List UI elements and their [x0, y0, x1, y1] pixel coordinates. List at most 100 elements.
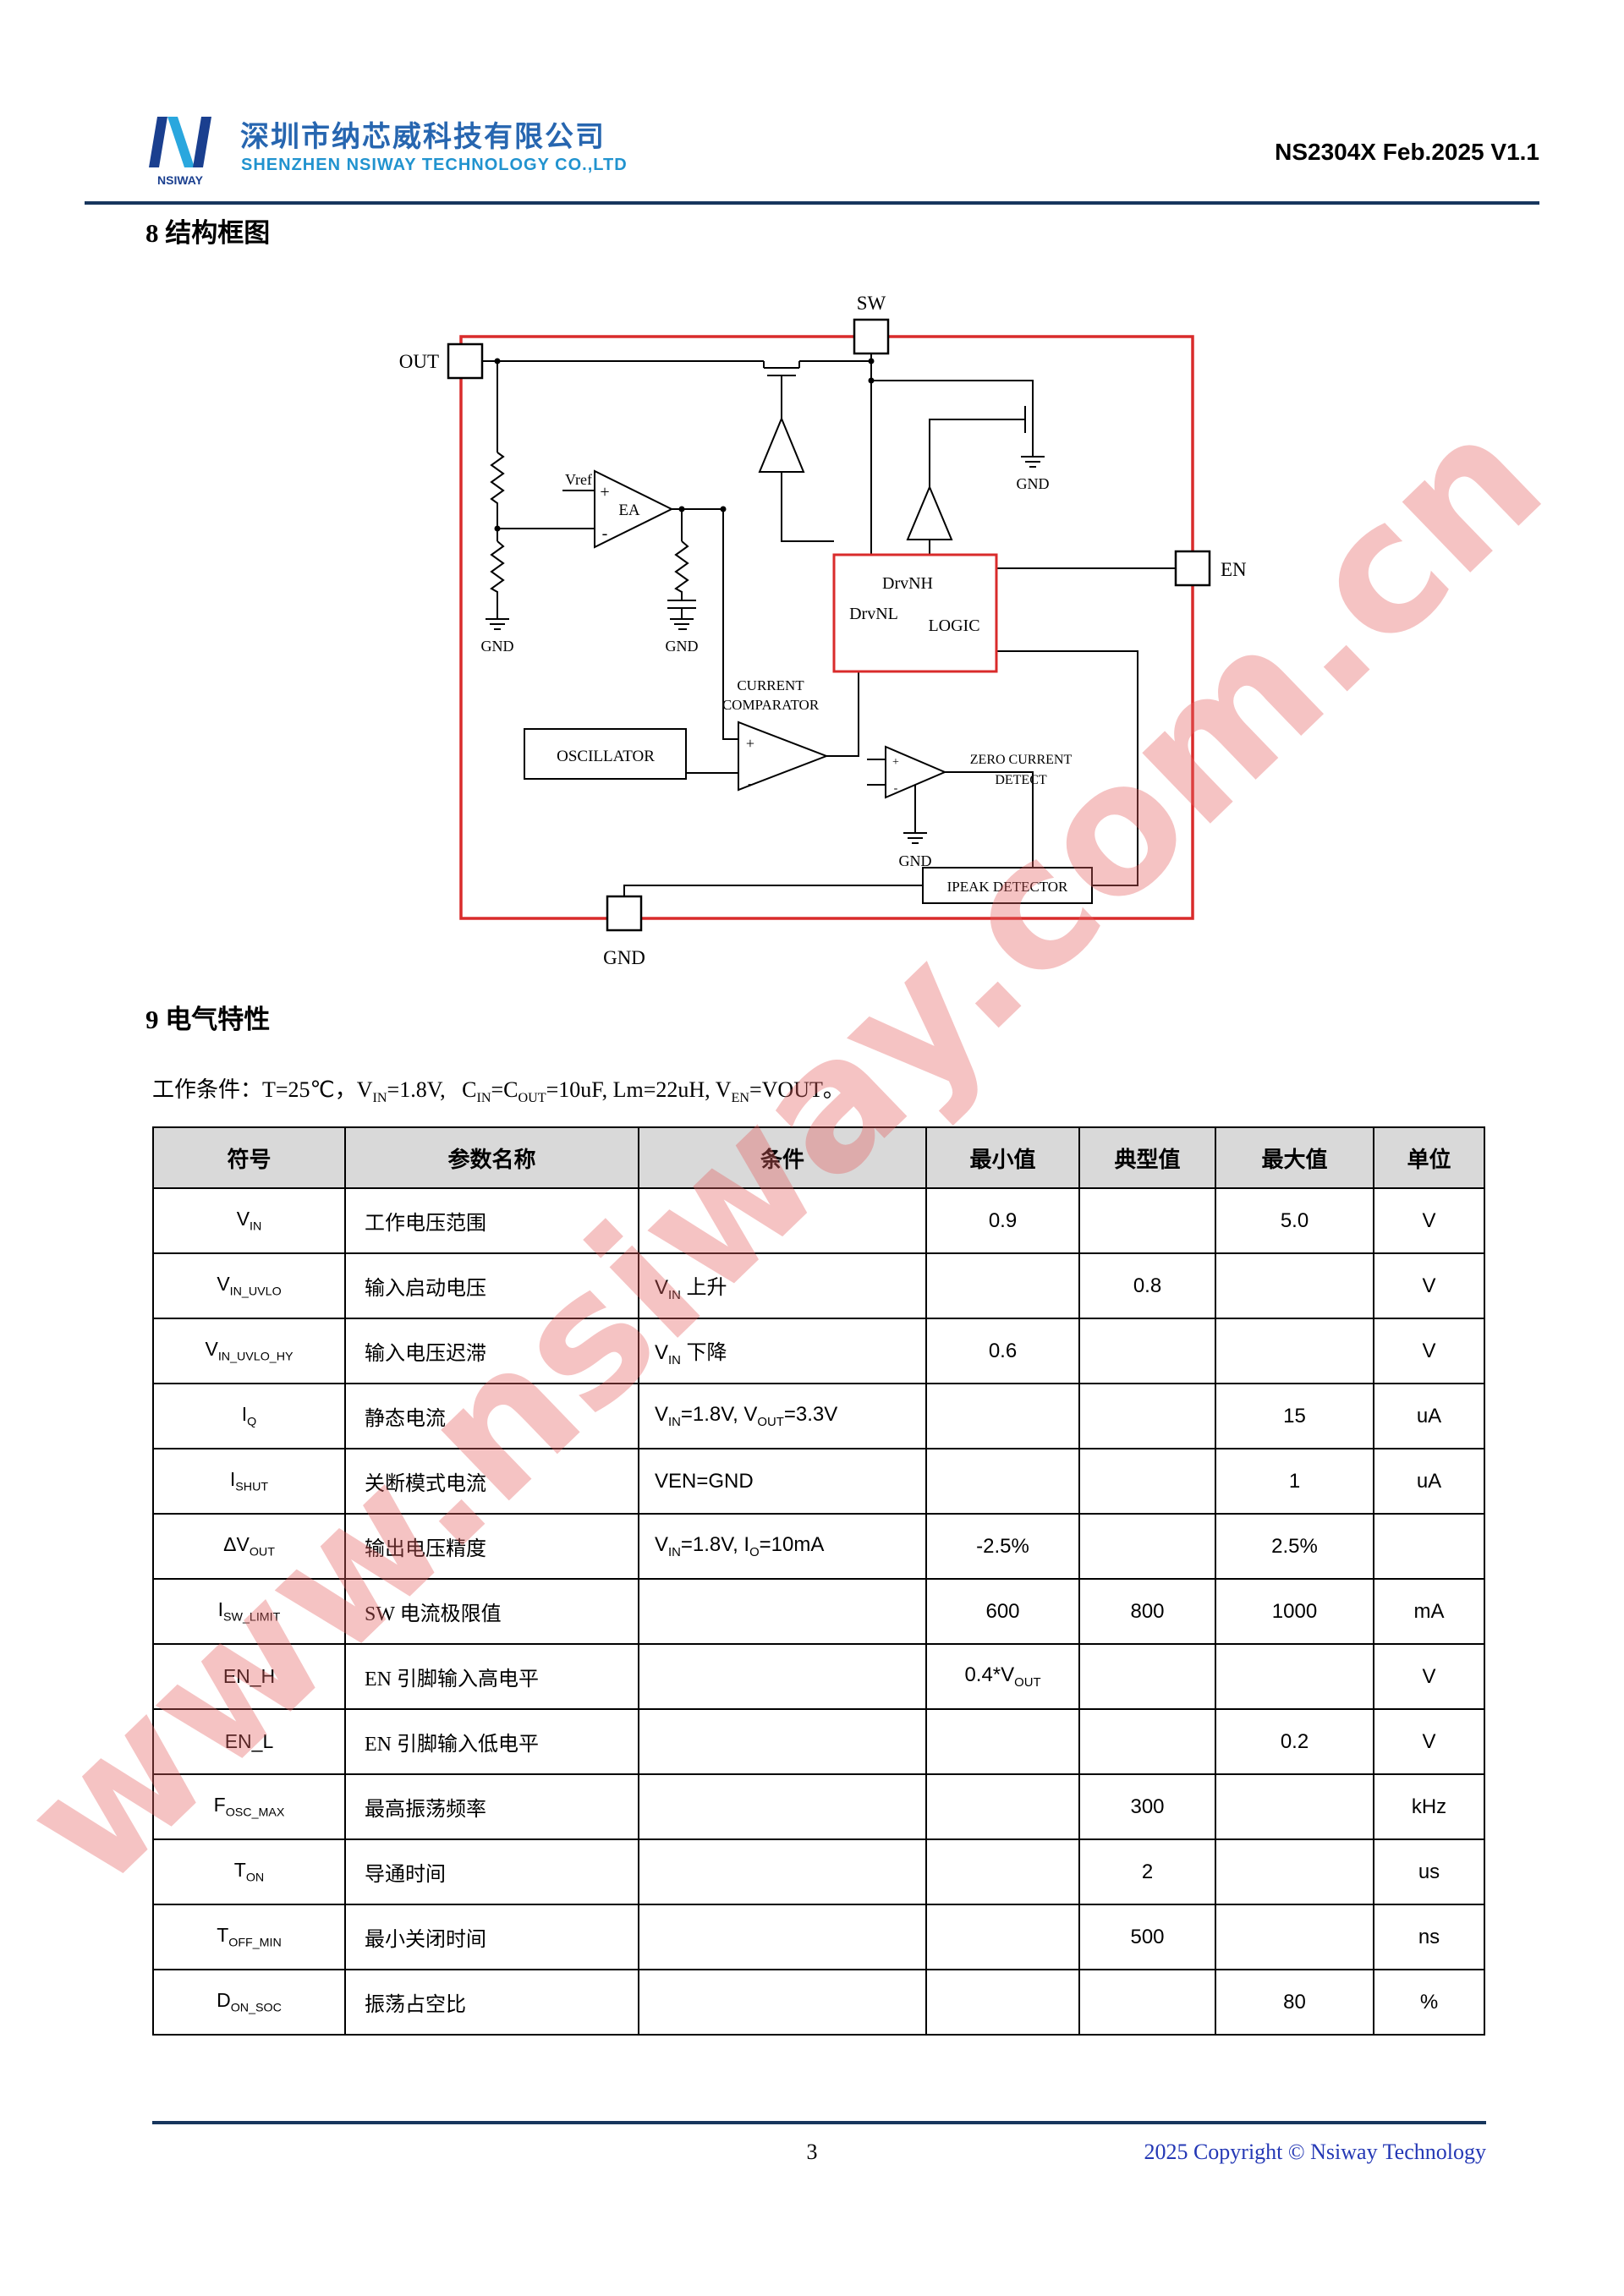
zcd-minus: -: [894, 782, 898, 795]
footer-rule: [152, 2121, 1486, 2124]
table-cell: [638, 1904, 927, 1970]
gnd-label: GND: [1017, 475, 1050, 492]
table-cell: 0.6: [925, 1318, 1080, 1384]
logo-shape: [167, 117, 195, 167]
table-cell: IQ: [152, 1383, 346, 1449]
table-cell: EN_H: [152, 1643, 346, 1710]
table-cell: VIN 上升: [638, 1252, 927, 1319]
pin-sw: [853, 318, 890, 355]
table-cell: [1078, 1708, 1216, 1775]
table-cell: ΔVOUT: [152, 1513, 346, 1580]
table-cell: SW 电流极限值: [344, 1578, 639, 1645]
table-cell: VIN 下降: [638, 1318, 927, 1384]
logic-block: [832, 553, 998, 673]
table-cell: [925, 1838, 1080, 1905]
col-header-unit: 单位: [1373, 1126, 1485, 1189]
table-cell: V: [1373, 1708, 1485, 1775]
table-cell: 静态电流: [344, 1383, 639, 1449]
high-side-driver-buffer: [758, 416, 805, 473]
logic-label: LOGIC: [928, 616, 979, 635]
zero-current-label: DETECT: [995, 773, 1047, 787]
pin-label-sw: SW: [857, 293, 886, 314]
ipeak-detector-label: IPEAK DETECTOR: [947, 879, 1068, 895]
wires: [482, 353, 1176, 896]
table-cell: 0.2: [1215, 1708, 1374, 1775]
table-cell: V: [1373, 1187, 1485, 1254]
table-cell: 2: [1078, 1838, 1216, 1905]
gnd-label: GND: [899, 852, 932, 869]
col-header-condition: 条件: [638, 1126, 927, 1189]
header-rule: [85, 201, 1539, 205]
table-cell: uA: [1373, 1448, 1485, 1515]
table-cell: [1078, 1513, 1216, 1580]
table-cell: [925, 1383, 1080, 1449]
table-cell: EN_L: [152, 1708, 346, 1775]
current-comparator: [738, 721, 829, 792]
table-cell: VIN=1.8V, IO=10mA: [638, 1513, 927, 1580]
block-diagram: SW OUT EN GND Vref + - EA GND GND GND GN…: [399, 293, 1247, 968]
table-cell: 1000: [1215, 1578, 1374, 1645]
table-cell: ISW_LIMIT: [152, 1578, 346, 1645]
table-cell: [638, 1578, 927, 1645]
table-cell: [925, 1252, 1080, 1319]
table-cell: 5.0: [1215, 1187, 1374, 1254]
table-cell: [638, 1773, 927, 1840]
vref-label: Vref: [565, 471, 592, 488]
table-cell: [638, 1187, 927, 1254]
table-cell: [925, 1969, 1080, 2036]
drvnh-label: DrvNH: [882, 574, 933, 593]
table-cell: TOFF_MIN: [152, 1904, 346, 1970]
comparator-minus: -: [748, 775, 753, 792]
table-cell: 0.9: [925, 1187, 1080, 1254]
table-cell: mA: [1373, 1578, 1485, 1645]
table-cell: 1: [1215, 1448, 1374, 1515]
table-cell: 振荡占空比: [344, 1969, 639, 2036]
pin-out: [447, 342, 484, 380]
table-cell: 800: [1078, 1578, 1216, 1645]
table-cell: 2.5%: [1215, 1513, 1374, 1580]
table-cell: [638, 1708, 927, 1775]
section-9-title: 9 电气特性: [145, 1005, 271, 1034]
table-cell: [1078, 1318, 1216, 1384]
pin-label-gnd: GND: [603, 947, 645, 968]
table-cell: 600: [925, 1578, 1080, 1645]
table-cell: 工作电压范围: [344, 1187, 639, 1254]
gnd-label: GND: [481, 638, 514, 655]
table-cell: 最高振荡频率: [344, 1773, 639, 1840]
logo-text: NSIWAY: [157, 173, 204, 187]
table-cell: [638, 1969, 927, 2036]
ea-plus: +: [600, 483, 609, 501]
chip-boundary: [459, 335, 1194, 920]
table-cell: [925, 1708, 1080, 1775]
table-cell: [1078, 1383, 1216, 1449]
table-cell: TON: [152, 1838, 346, 1905]
table-cell: [1215, 1773, 1374, 1840]
col-header-min: 最小值: [925, 1126, 1080, 1189]
table-cell: 80: [1215, 1969, 1374, 2036]
table-cell: us: [1373, 1838, 1485, 1905]
table-cell: 最小关闭时间: [344, 1904, 639, 1970]
table-cell: VIN=1.8V, VOUT=3.3V: [638, 1383, 927, 1449]
col-header-typ: 典型值: [1078, 1126, 1216, 1189]
ea-minus: -: [602, 524, 608, 543]
current-comparator-label: COMPARATOR: [722, 697, 820, 713]
pin-label-en: EN: [1221, 559, 1247, 580]
table-cell: 关断模式电流: [344, 1448, 639, 1515]
table-cell: VIN: [152, 1187, 346, 1254]
table-cell: [1078, 1643, 1216, 1710]
company-name-cn: 深圳市纳芯威科技有限公司: [240, 121, 606, 153]
table-cell: [1215, 1838, 1374, 1905]
comparator-plus: +: [746, 735, 754, 752]
ipeak-detector-block: [922, 867, 1093, 904]
col-header-parameter: 参数名称: [344, 1126, 639, 1189]
table-cell: VEN=GND: [638, 1448, 927, 1515]
table-header-row: 符号 参数名称 条件 最小值 典型值 最大值 单位: [152, 1126, 1485, 1189]
table-cell: [638, 1838, 927, 1905]
